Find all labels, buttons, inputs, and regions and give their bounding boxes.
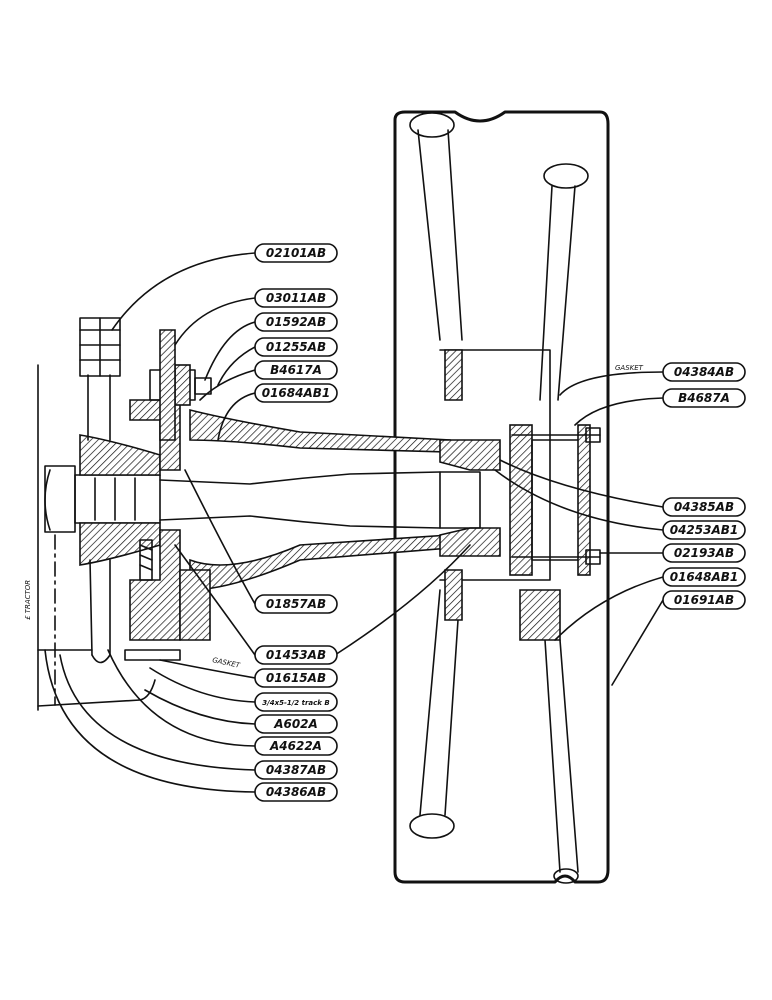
svg-text:01648AB1: 01648AB1 (670, 570, 739, 584)
axle-housing (189, 408, 501, 591)
svg-text:3/4x5-1/2 track B: 3/4x5-1/2 track B (262, 699, 329, 707)
svg-text:01453AB: 01453AB (266, 648, 326, 662)
callout-B4687A: B4687A (662, 388, 746, 408)
callout-03011AB: 03011AB (254, 288, 338, 308)
svg-text:01615AB: 01615AB (266, 671, 326, 685)
svg-text:04384AB: 04384AB (674, 365, 734, 379)
callout-01648AB1: 01648AB1 (662, 567, 746, 587)
svg-text:02101AB: 02101AB (266, 246, 326, 260)
callout-04384AB: 04384AB (662, 362, 746, 382)
callout-B4617A: B4617A (254, 360, 338, 380)
svg-text:04385AB: 04385AB (674, 500, 734, 514)
hub-flange (509, 424, 601, 576)
svg-text:01592AB: 01592AB (266, 315, 326, 329)
callout-04253AB1: 04253AB1 (662, 520, 746, 540)
svg-text:A4622A: A4622A (269, 739, 322, 753)
gasket-label-bottom: GASKET (212, 656, 242, 670)
callout-04385AB: 04385AB (662, 497, 746, 517)
callout-bolt: 3/4x5-1/2 track B (254, 692, 338, 712)
callout-01857AB: 01857AB (254, 594, 338, 614)
left-hub (44, 317, 212, 664)
svg-text:01691AB: 01691AB (674, 593, 734, 607)
callout-02193AB: 02193AB (662, 543, 746, 563)
callout-A602A: A602A (254, 714, 338, 734)
callout-02101AB: 02101AB (254, 243, 338, 263)
svg-text:04253AB1: 04253AB1 (670, 523, 739, 537)
svg-text:01684AB1: 01684AB1 (262, 386, 331, 400)
callout-01691AB: 01691AB (662, 590, 746, 610)
callout-04387AB: 04387AB (254, 760, 338, 780)
svg-text:B4687A: B4687A (678, 391, 730, 405)
svg-text:B4617A: B4617A (270, 363, 322, 377)
svg-text:01857AB: 01857AB (266, 597, 326, 611)
callout-01453AB: 01453AB (254, 645, 338, 665)
tractor-centerline-label: £ TRACTOR (24, 580, 32, 620)
callout-01615AB: 01615AB (254, 668, 338, 688)
svg-text:04387AB: 04387AB (266, 763, 326, 777)
svg-text:03011AB: 03011AB (266, 291, 326, 305)
svg-text:01255AB: 01255AB (266, 340, 326, 354)
leader-lines (44, 252, 664, 793)
callout-A4622A: A4622A (254, 736, 338, 756)
svg-text:04386AB: 04386AB (266, 785, 326, 799)
callout-01255AB: 01255AB (254, 337, 338, 357)
callout-01684AB1: 01684AB1 (254, 383, 338, 403)
callout-01592AB: 01592AB (254, 312, 338, 332)
part-callouts: 02101AB 03011AB 01592AB 01255AB B4617A 0… (254, 243, 746, 802)
gasket-label-top: GASKET (615, 364, 644, 372)
axle-shaft (159, 471, 481, 529)
svg-text:A602A: A602A (273, 717, 318, 731)
callout-04386AB: 04386AB (254, 782, 338, 802)
wheel-rim (393, 110, 610, 884)
svg-text:02193AB: 02193AB (674, 546, 734, 560)
